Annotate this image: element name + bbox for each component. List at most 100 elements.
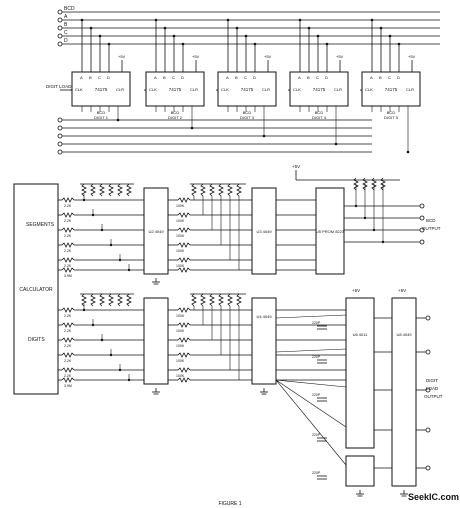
cap-label-5: 220P xyxy=(312,471,321,475)
dig-100k-label-4: 100K xyxy=(176,359,185,363)
figure-caption: FIGURE 1 xyxy=(218,501,241,507)
latch-pin-a: A xyxy=(226,75,229,80)
digit-out-terminal-1 xyxy=(425,315,431,321)
latch-pin-c: C xyxy=(316,75,319,80)
latch-pin-b: B xyxy=(89,75,92,80)
latch-caption-a-4: BCD xyxy=(315,110,324,115)
latch-pin-a: A xyxy=(298,75,301,80)
latch-supply-3: +5V xyxy=(264,54,272,59)
seg-100k-5 xyxy=(177,257,191,263)
seg-pullup-1 xyxy=(81,183,87,197)
bcd-output-label-2: OUTPUT xyxy=(422,226,441,231)
dig-input-resistor-3 xyxy=(61,337,75,343)
dig-3-9m-label: 3.9M xyxy=(64,384,72,388)
latch-pin-clr: CLR xyxy=(116,87,124,92)
dig-2k-label-3: 2.2K xyxy=(64,344,72,348)
latch-pin-d: D xyxy=(253,75,256,80)
cap-label-1: 220P xyxy=(312,321,321,325)
dig-100k-6 xyxy=(177,377,191,383)
dig-input-resistor-1 xyxy=(61,307,75,313)
latch-caption-a-3: BCD xyxy=(243,110,252,115)
seg-3-9m-label: 3.9M xyxy=(64,274,72,278)
dig-pullup-b-2 xyxy=(200,293,206,307)
latch-pin-d: D xyxy=(181,75,184,80)
u4-4049-buffer xyxy=(251,297,277,385)
seg-pullup-4 xyxy=(108,183,114,197)
latch-caption-b-3: DIGIT 3 xyxy=(240,115,255,120)
seg-input-resistor-3 xyxy=(61,227,75,233)
seg-input-resistor-2 xyxy=(61,212,75,218)
dig-pullup-b-1 xyxy=(191,293,197,307)
latch-pin-clk: CLK xyxy=(149,87,157,92)
digit-out-terminal-3 xyxy=(425,387,431,393)
seg-input-resistor-1 xyxy=(61,197,75,203)
latch-caption-a-1: BCD xyxy=(97,110,106,115)
latch-pin-c: C xyxy=(98,75,101,80)
latch-pin-a: A xyxy=(370,75,373,80)
dig-100k-label-3: 100K xyxy=(176,344,185,348)
digit-load-label: DIGIT LOAD xyxy=(46,84,72,89)
bus-label-a: A xyxy=(64,14,68,20)
u3-label: U3 4049 xyxy=(256,229,272,234)
digit-out-terminal-5 xyxy=(425,465,431,471)
dig-pullup-2 xyxy=(90,293,96,307)
seg-100k-label-3: 100K xyxy=(176,234,185,238)
dig-pullup-1 xyxy=(81,293,87,307)
cap-label-2: 220P xyxy=(312,355,321,359)
bus-label-c: C xyxy=(64,30,68,36)
bus-label-b: B xyxy=(64,22,68,28)
dig-100k-5 xyxy=(177,367,191,373)
latch-caption-b-1: DIGIT 1 xyxy=(94,115,109,120)
latch-pin-b: B xyxy=(307,75,310,80)
latch-caption-a-2: BCD xyxy=(171,110,180,115)
bcd-out-terminal-1 xyxy=(419,203,425,209)
seg-pullup-5 xyxy=(117,183,123,197)
dig-input-resistor-2 xyxy=(61,322,75,328)
watermark-text: SeekIC.com xyxy=(408,492,459,502)
dig-pullup-3 xyxy=(99,293,105,307)
digit-out-terminal-2 xyxy=(425,349,431,355)
dig-pullup-6 xyxy=(126,293,132,307)
dig-100k-label-1: 100K xyxy=(176,314,185,318)
seg-100k-label-4: 100K xyxy=(176,249,185,253)
latch-supply-2: +5V xyxy=(192,54,200,59)
latch-chip-3 xyxy=(217,71,277,107)
latch-caption-b-4: DIGIT 4 xyxy=(312,115,327,120)
latch-chip-4 xyxy=(289,71,349,107)
latch-output-bus xyxy=(57,117,372,155)
seg-100k-label-5: 100K xyxy=(176,264,185,268)
latch-chip-5 xyxy=(361,71,421,107)
digit-out-terminal-4 xyxy=(425,427,431,433)
dig-100k-2 xyxy=(177,322,191,328)
calculator-label: CALCULATOR xyxy=(19,287,53,293)
bcd-bus xyxy=(57,9,440,47)
dig-input-resistor-6 xyxy=(61,377,75,383)
latch-caption-b-2: DIGIT 2 xyxy=(168,115,183,120)
seg-pullup-3 xyxy=(99,183,105,197)
dig-2k-label-4: 2.2K xyxy=(64,359,72,363)
latch-pin-c: C xyxy=(172,75,175,80)
latch-supply-5: +5V xyxy=(408,54,416,59)
seg-2k-label-4: 2.2K xyxy=(64,249,72,253)
dig-100k-4 xyxy=(177,352,191,358)
latch-pin-clk: CLK xyxy=(75,87,83,92)
u2b-4049-buffer xyxy=(143,297,169,385)
bcd-output-label-1: BCD xyxy=(426,218,436,223)
latch-part-3: 74175 xyxy=(241,87,254,92)
latch-pin-c: C xyxy=(388,75,391,80)
dig-100k-label-2: 100K xyxy=(176,329,185,333)
latch-chip-1 xyxy=(71,71,131,107)
seg-2k-label-5: 2.2K xyxy=(64,264,72,268)
dig-100k-label-5: 100K xyxy=(176,374,185,378)
seg-100k-label-1: 100K xyxy=(176,204,185,208)
latch-caption-b-5: DIGIT 5 xyxy=(384,115,399,120)
latch-pin-b: B xyxy=(379,75,382,80)
seg-pullup-b-5 xyxy=(227,183,233,197)
dig-pullup-b-3 xyxy=(209,293,215,307)
dig-pullup-b-6 xyxy=(236,293,242,307)
seg-2k-label-1: 2.2K xyxy=(64,204,72,208)
latch-pin-clr: CLR xyxy=(190,87,198,92)
latch-pin-a: A xyxy=(154,75,157,80)
bus-label-d: D xyxy=(64,38,68,44)
